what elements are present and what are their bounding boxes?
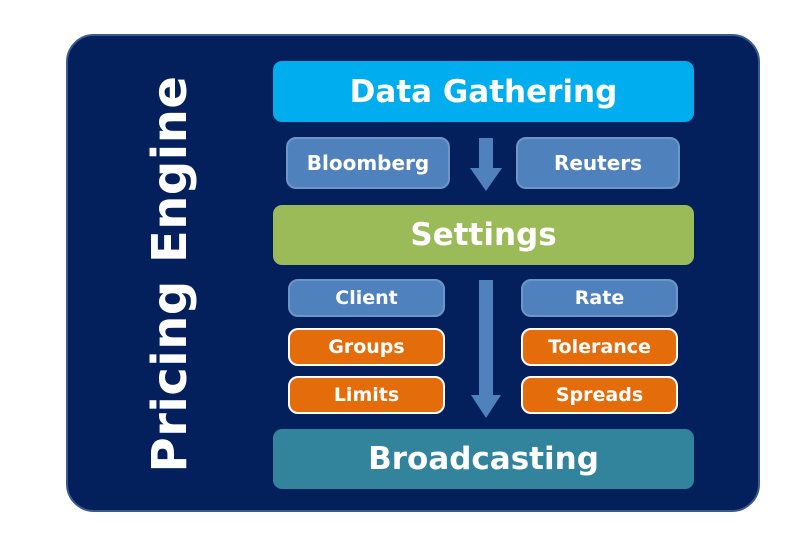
settings-limits: Limits	[288, 376, 445, 414]
settings-groups: Groups	[288, 328, 445, 366]
data-gathering-stage: Data Gathering	[273, 61, 694, 122]
settings-spreads: Spreads	[521, 376, 678, 414]
arrow-down-icon	[470, 138, 502, 191]
settings-rate: Rate	[521, 279, 678, 317]
settings-stage: Settings	[273, 205, 694, 265]
broadcasting-stage: Broadcasting	[273, 429, 694, 489]
source-bloomberg: Bloomberg	[286, 137, 450, 189]
source-reuters: Reuters	[516, 137, 680, 189]
pricing-engine-title: Pricing Engine	[142, 75, 198, 473]
settings-tolerance: Tolerance	[521, 328, 678, 366]
settings-client: Client	[288, 279, 445, 317]
arrow-down-icon	[471, 280, 501, 418]
